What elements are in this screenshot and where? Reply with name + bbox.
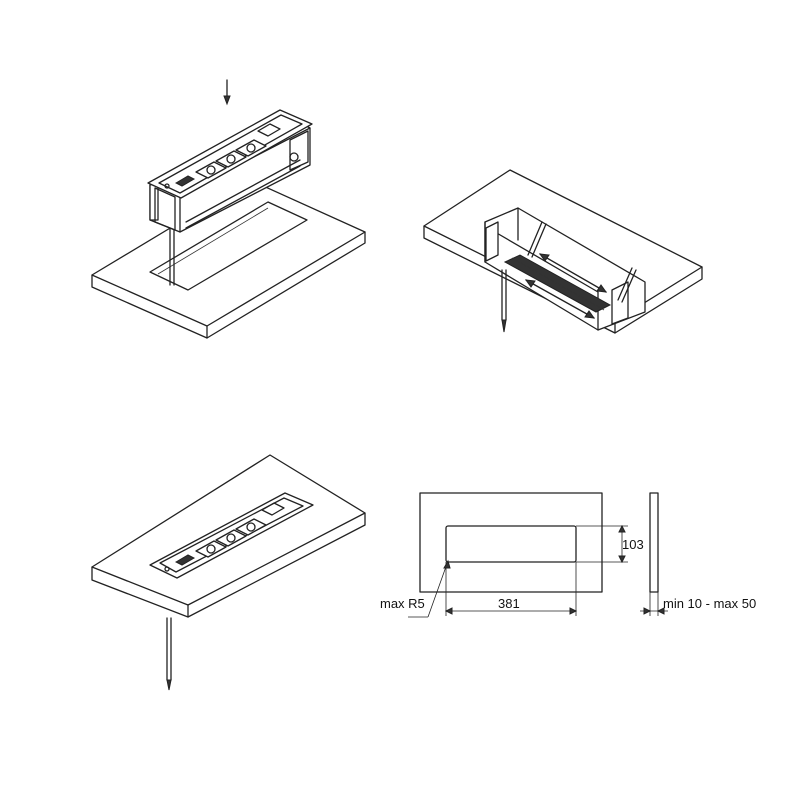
socket-icon	[215, 150, 247, 168]
double-arrow-icon	[538, 253, 608, 293]
socket-icon	[235, 518, 267, 536]
thickness-dimension-label: min 10 - max 50	[663, 596, 756, 611]
socket-icon	[195, 540, 227, 558]
socket-icon	[235, 139, 267, 157]
height-dimension-label: 103	[622, 537, 644, 552]
view-dimension-drawing: 103 381 max R5 min 10 - max 50	[380, 492, 756, 618]
view-installed	[91, 454, 366, 691]
desk-outline	[419, 492, 603, 593]
down-arrow-icon	[223, 79, 231, 106]
view-insertion	[91, 79, 366, 339]
width-dimension-label: 381	[498, 596, 520, 611]
view-underside-mounting	[423, 169, 703, 334]
socket-icon	[195, 161, 227, 179]
radius-dimension-label: max R5	[380, 596, 425, 611]
double-arrow-icon	[524, 279, 596, 319]
desk-profile	[649, 492, 659, 593]
socket-icon	[215, 529, 247, 547]
cutout-outline	[445, 525, 577, 563]
